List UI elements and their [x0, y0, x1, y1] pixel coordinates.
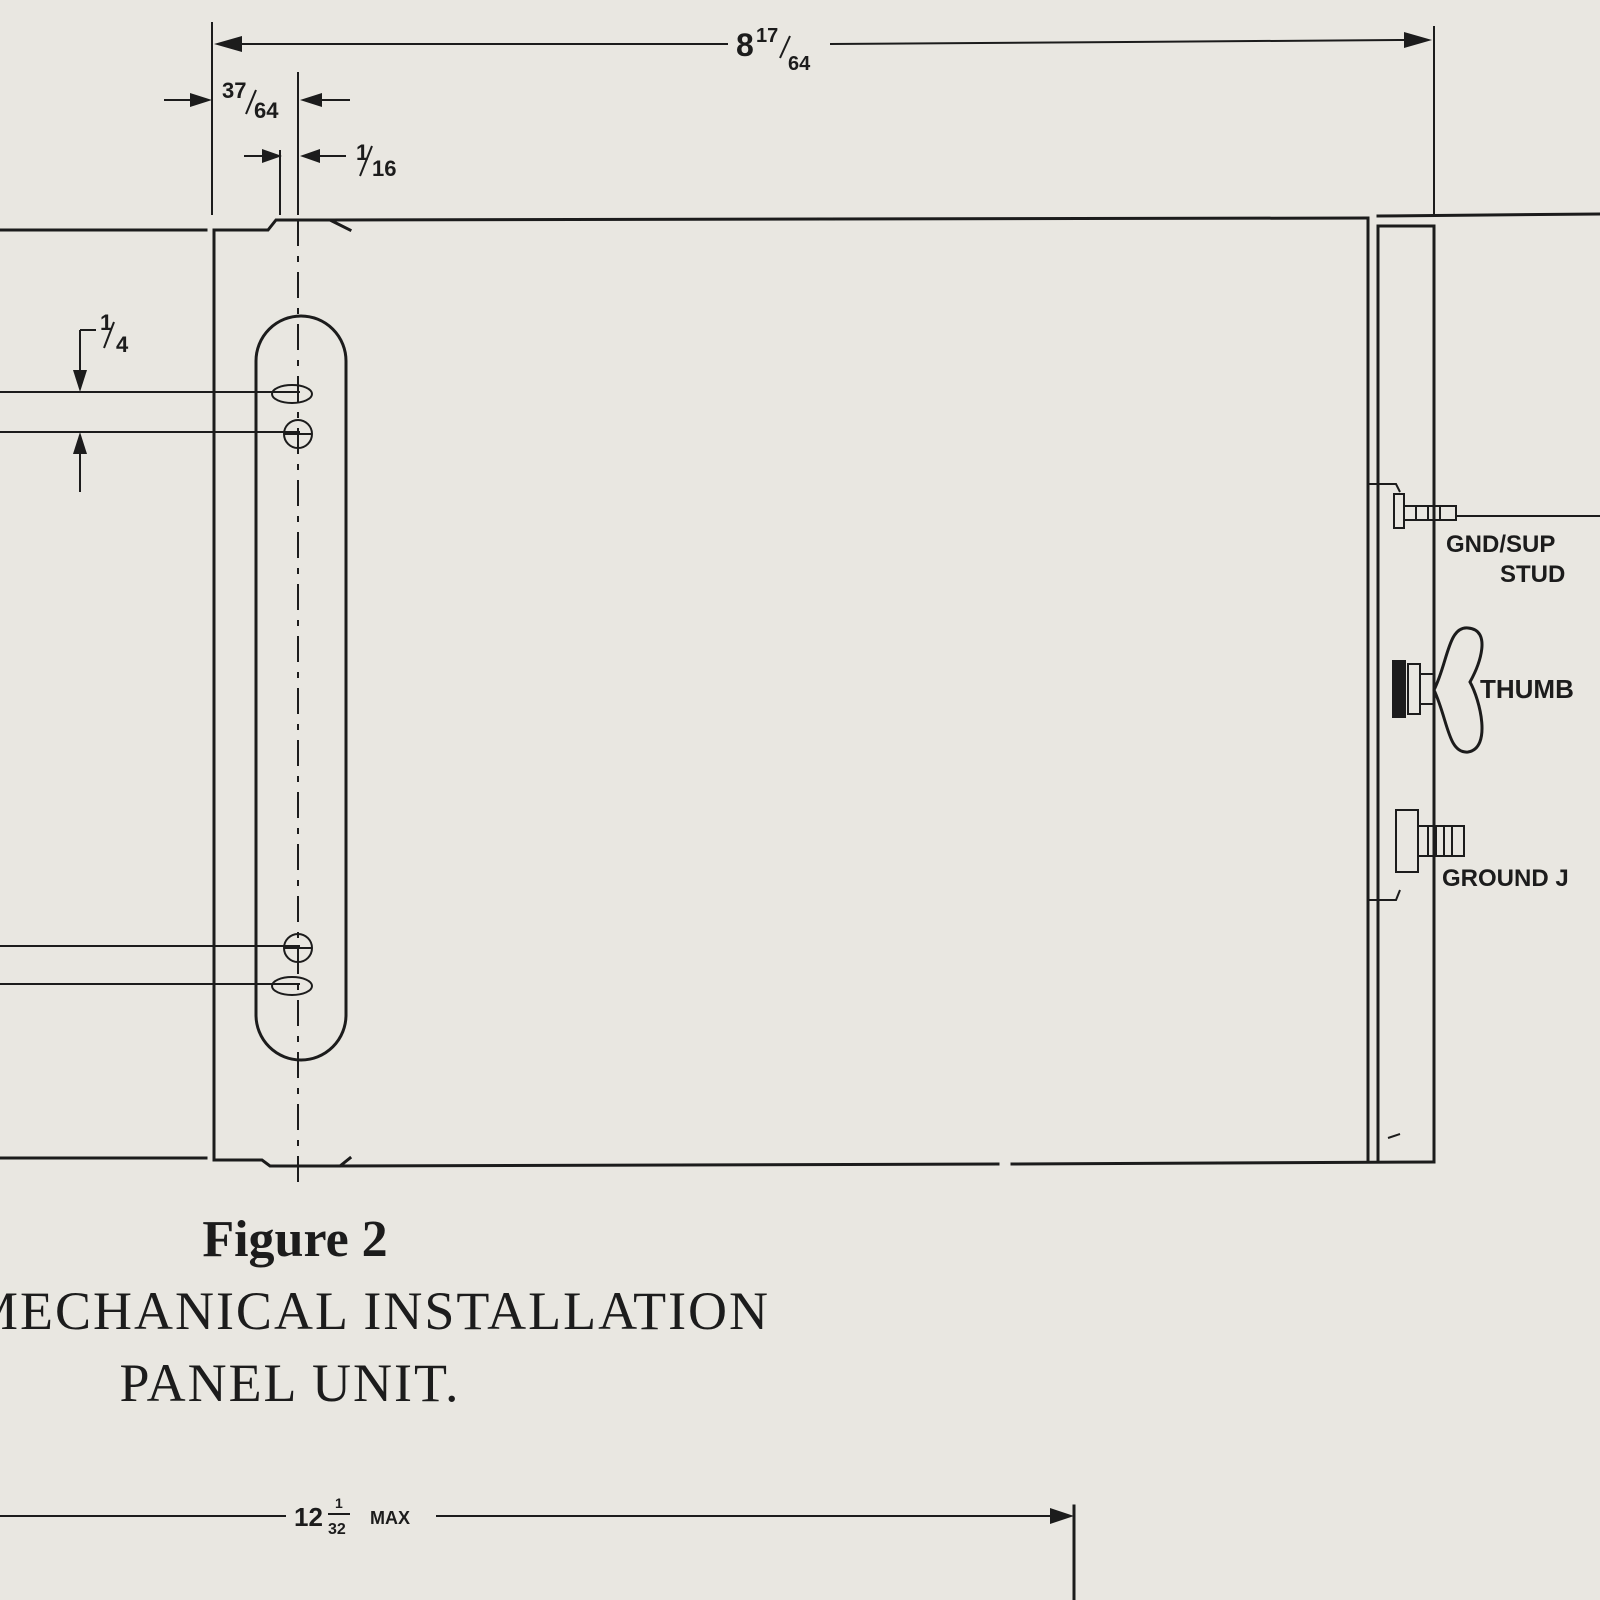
figure-caption-line-1: MECHANICAL INSTALLATION [0, 1281, 771, 1341]
overall-width-den: 64 [788, 53, 811, 75]
slotted-hole-top [271, 384, 313, 404]
overall-length-dimension: 12 1 32 MAX [0, 1495, 1076, 1600]
unit-body [0, 212, 1600, 1168]
figure-title: Figure 2 [202, 1211, 388, 1268]
gnd-stud-label-1: GND/SUP [1446, 531, 1555, 558]
thumb-screw: THUMB [1392, 626, 1574, 754]
overall-length-den: 32 [328, 1521, 346, 1538]
ground-label: GROUND J [1442, 865, 1569, 892]
hole-spacing-num: 1 [100, 310, 112, 335]
overall-length-suffix: MAX [370, 1508, 410, 1528]
mounting-slot [0, 220, 348, 1188]
overall-width-whole: 8 [736, 27, 754, 63]
slot-offset-num: 1 [356, 140, 368, 165]
overall-width-dimension: 8 17 64 [211, 22, 1435, 215]
flange-width-num: 37 [222, 78, 246, 103]
ground-jack: GROUND J [1395, 809, 1569, 892]
hole-spacing-den: 4 [116, 332, 129, 357]
slotted-hole-bottom [271, 976, 313, 996]
hole-spacing-dimension: 1 4 [73, 310, 129, 492]
gnd-sup-stud: GND/SUP STUD [1393, 493, 1600, 588]
flange-width-den: 64 [254, 98, 279, 123]
flange-width-dimension: 37 64 [164, 72, 350, 215]
slot-offset-dimension: 1 16 [244, 140, 396, 215]
slot-offset-den: 16 [372, 156, 396, 181]
overall-width-num: 17 [756, 25, 778, 47]
overall-length-whole: 12 [294, 1502, 323, 1532]
overall-length-num: 1 [335, 1495, 343, 1511]
thumb-label: THUMB [1480, 674, 1574, 704]
figure-caption-line-2: PANEL UNIT. [119, 1353, 461, 1413]
gnd-stud-label-2: STUD [1500, 561, 1565, 588]
